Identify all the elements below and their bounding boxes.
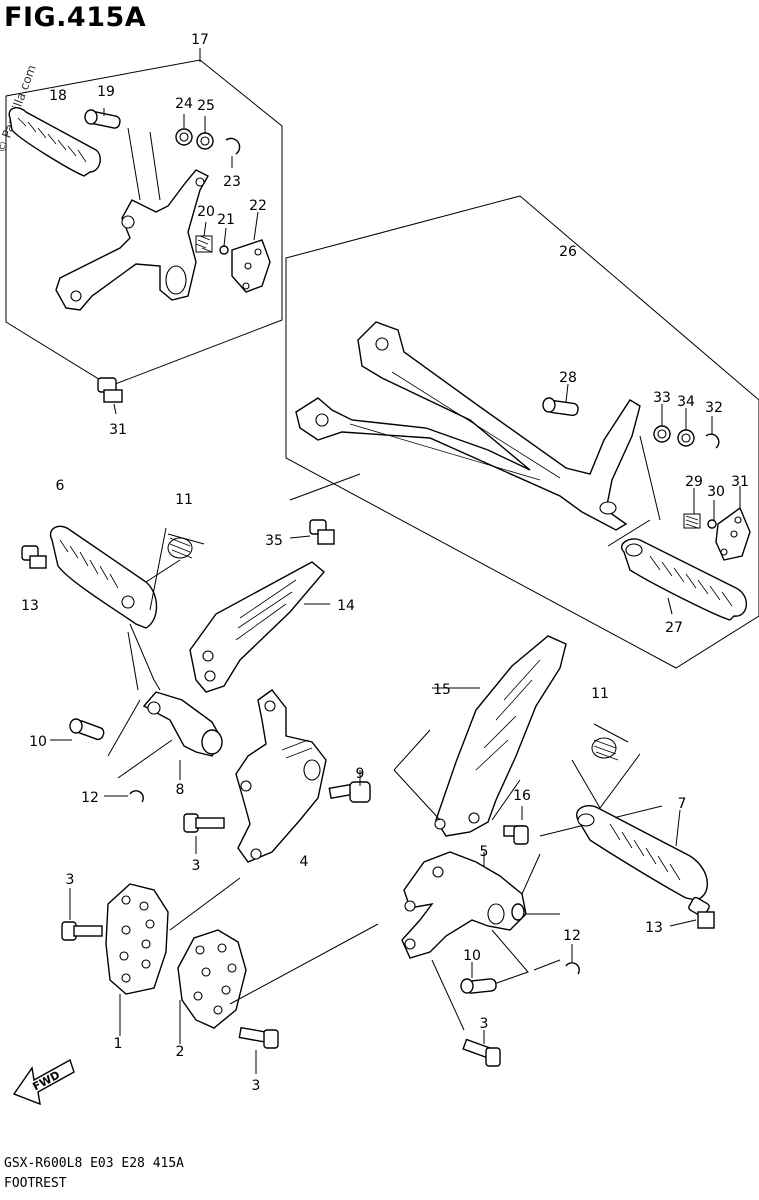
callout-26: 26 [559, 244, 577, 260]
callout-3-right: 3 [480, 1016, 489, 1032]
part-28-pin [542, 397, 579, 417]
callout-10-left: 10 [29, 734, 47, 750]
part-1-plate [105, 883, 169, 995]
part-4-bracket [235, 689, 327, 863]
part-7-footpeg [576, 804, 709, 901]
callout-31-right: 31 [731, 474, 749, 490]
callout-7: 7 [678, 796, 687, 812]
figure-title: FIG.415A [4, 2, 147, 33]
callout-14: 14 [337, 598, 355, 614]
callout-15: 15 [433, 682, 451, 698]
part-30-ball [707, 519, 717, 529]
callout-32: 32 [705, 400, 723, 416]
part-5-leaders [431, 853, 561, 1031]
part-6-leaders [127, 527, 181, 691]
box-26-frame [285, 195, 759, 669]
part-31-bolt [97, 377, 123, 415]
part-3-bolt-c [238, 1026, 279, 1074]
part-12-clip [129, 790, 144, 803]
part-16-bolt [503, 806, 529, 845]
callout-6: 6 [56, 478, 65, 494]
callout-1: 1 [114, 1036, 123, 1052]
callout-31-top: 31 [109, 422, 127, 438]
part-3-bolt-d [462, 1030, 501, 1067]
callout-28: 28 [559, 370, 577, 386]
part-5-bracket [401, 851, 527, 959]
callout-2: 2 [176, 1044, 185, 1060]
callout-29: 29 [685, 474, 703, 490]
callout-13-left: 13 [21, 598, 39, 614]
part-23-clip [225, 137, 241, 155]
callout-13-right: 13 [645, 920, 663, 936]
callout-3-bottom: 3 [252, 1078, 261, 1094]
model-code: GSX-R600L8 E03 E28 415A [4, 1156, 185, 1171]
fwd-arrow-icon: FWD [12, 1058, 75, 1106]
callout-19: 19 [97, 84, 115, 100]
callout-34: 34 [677, 394, 695, 410]
part-3-bolt-a [183, 813, 225, 854]
callout-3-mid: 3 [192, 858, 201, 874]
callout-27: 27 [665, 620, 683, 636]
part-20-spring [195, 235, 213, 253]
part-11b-spring [591, 723, 629, 761]
part-21-ball [219, 245, 229, 255]
callout-11-right: 11 [591, 686, 609, 702]
part-11-spring [167, 533, 205, 559]
callout-16: 16 [513, 788, 531, 804]
callout-11-left: 11 [175, 492, 193, 508]
callout-3-left: 3 [66, 872, 75, 888]
part-9-bolt [328, 770, 371, 803]
part-22-plate [231, 239, 271, 293]
callout-10-right: 10 [463, 948, 481, 964]
part-18-footpeg [8, 107, 101, 177]
box-17-leaders [103, 108, 259, 247]
callout-25: 25 [197, 98, 215, 114]
section-name: FOOTREST [4, 1176, 67, 1191]
callout-23: 23 [223, 174, 241, 190]
fwd-label: FWD [31, 1068, 63, 1093]
part-8-leaders [50, 699, 181, 797]
part-35-bolt [289, 519, 335, 545]
callout-21: 21 [217, 212, 235, 228]
part-14-bracket [189, 561, 325, 693]
callout-9: 9 [356, 766, 365, 782]
callout-33: 33 [653, 390, 671, 406]
part-13b-bolt [669, 896, 715, 929]
callout-12-right: 12 [563, 928, 581, 944]
callout-18: 18 [49, 88, 67, 104]
part-29-spring [683, 513, 701, 529]
callout-20: 20 [197, 204, 215, 220]
part-15-bracket [434, 635, 567, 837]
callout-24: 24 [175, 96, 193, 112]
part-3-bolt-b [61, 888, 103, 941]
part-8-pivot [142, 691, 223, 757]
callout-22: 22 [249, 198, 267, 214]
plate-leaders [169, 877, 379, 1005]
part-13-bolt [21, 545, 47, 569]
passenger-bracket-26 [295, 321, 641, 531]
part-31-plate [715, 506, 751, 561]
part-27-footpeg [621, 538, 747, 621]
callout-labels: 17 18 19 24 25 23 20 21 22 31 26 28 33 3… [21, 32, 749, 1094]
rider-bracket [55, 169, 209, 311]
part-15-leaders [393, 729, 521, 821]
callout-17: 17 [191, 32, 209, 48]
part-32-clip [705, 433, 720, 449]
part-10-pin [69, 718, 105, 741]
part-10b-pin [460, 962, 497, 994]
callout-12-left: 12 [81, 790, 99, 806]
callout-35: 35 [265, 533, 283, 549]
callout-4: 4 [300, 854, 309, 870]
part-6-footpeg [49, 525, 158, 629]
box-26-leaders [565, 383, 741, 615]
callout-5: 5 [480, 844, 489, 860]
part-12b-clip [565, 962, 580, 975]
box-17-frame [5, 48, 283, 387]
part-19-pin [84, 109, 121, 129]
callout-8: 8 [176, 782, 185, 798]
part-2-plate [177, 929, 247, 1029]
callout-30: 30 [707, 484, 725, 500]
